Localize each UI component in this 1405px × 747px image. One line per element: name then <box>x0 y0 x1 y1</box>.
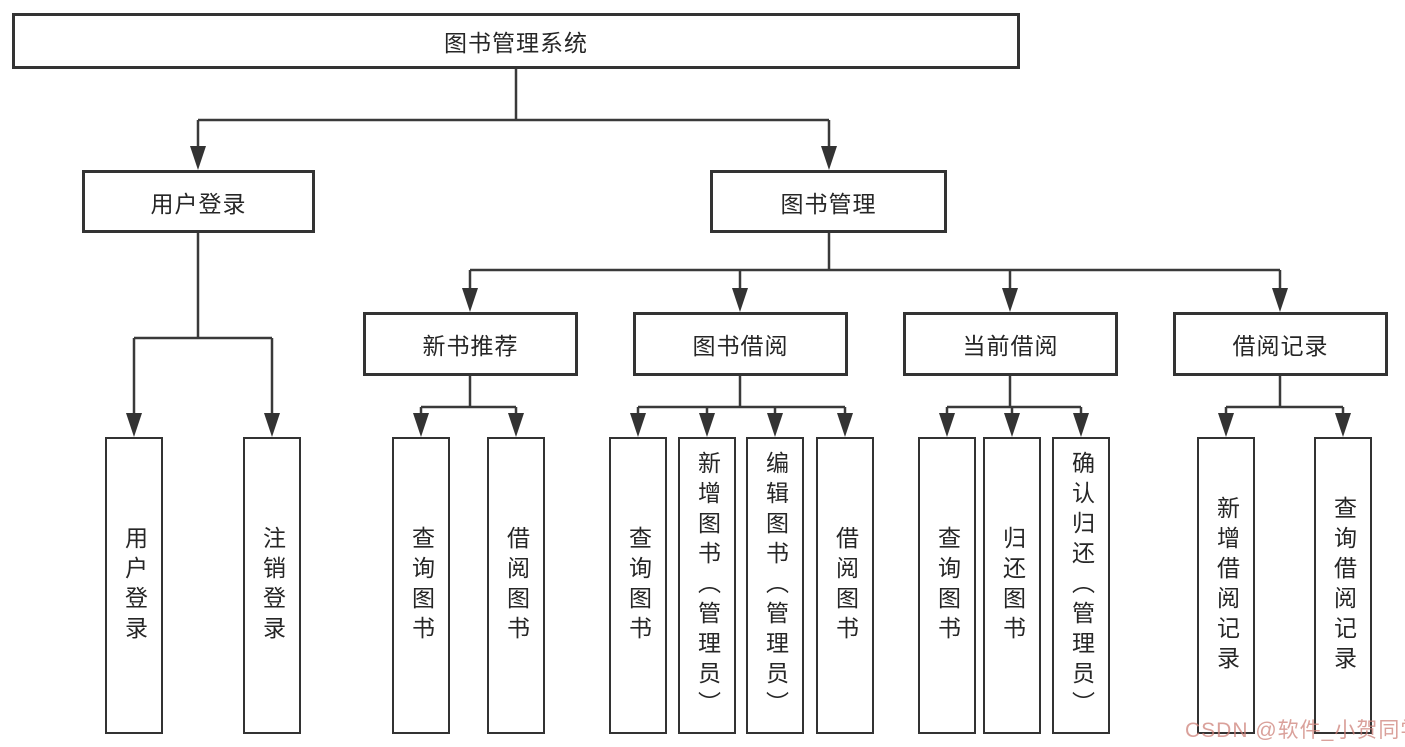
node-label: 查询图书 <box>934 525 961 646</box>
node-library-management-system: 图书管理系统 <box>12 13 1020 69</box>
leaf-cb-confirm-return-admin: 确认归还（管理员） <box>1052 437 1110 734</box>
leaf-cb-query-book: 查询图书 <box>918 437 976 734</box>
csdn-watermark: CSDN @软件_小贺同学 <box>1185 719 1405 742</box>
node-label: 图书管理系统 <box>444 30 588 56</box>
node-label: 确认归还（管理员） <box>1068 450 1095 721</box>
node-label: 查询图书 <box>408 525 435 646</box>
node-label: 当前借阅 <box>962 333 1059 359</box>
node-label: 新书推荐 <box>422 333 519 359</box>
node-label: 图书管理 <box>780 190 877 217</box>
leaf-bb-add-book-admin: 新增图书（管理员） <box>678 437 736 734</box>
node-label: 查询图书 <box>625 525 652 646</box>
node-book-borrow: 图书借阅 <box>633 312 848 376</box>
node-label: 借阅图书 <box>832 525 859 646</box>
leaf-br-add-record: 新增借阅记录 <box>1197 437 1255 734</box>
node-label: 新增图书（管理员） <box>694 450 721 721</box>
node-label: 用户登录 <box>150 190 247 217</box>
leaf-bb-borrow-book: 借阅图书 <box>816 437 874 734</box>
node-current-borrow: 当前借阅 <box>903 312 1118 376</box>
leaf-br-query-record: 查询借阅记录 <box>1314 437 1372 734</box>
node-label: 归还图书 <box>999 525 1026 646</box>
node-borrow-records: 借阅记录 <box>1173 312 1388 376</box>
leaf-cb-return-book: 归还图书 <box>983 437 1041 734</box>
node-label: 注销登录 <box>259 525 286 646</box>
leaf-user-login: 用户登录 <box>105 437 163 734</box>
leaf-rec-borrow-book: 借阅图书 <box>487 437 545 734</box>
leaf-logout: 注销登录 <box>243 437 301 734</box>
node-label: 查询借阅记录 <box>1330 495 1357 676</box>
node-label: 借阅记录 <box>1232 333 1329 359</box>
node-user-login: 用户登录 <box>82 170 315 233</box>
node-label: 新增借阅记录 <box>1213 495 1240 676</box>
node-book-management: 图书管理 <box>710 170 947 233</box>
node-label: 借阅图书 <box>503 525 530 646</box>
node-new-book-recommend: 新书推荐 <box>363 312 578 376</box>
node-label: 图书借阅 <box>692 333 789 359</box>
leaf-bb-edit-book-admin: 编辑图书（管理员） <box>746 437 804 734</box>
node-label: 编辑图书（管理员） <box>762 450 789 721</box>
leaf-bb-query-book: 查询图书 <box>609 437 667 734</box>
leaf-rec-query-book: 查询图书 <box>392 437 450 734</box>
node-label: 用户登录 <box>121 525 148 646</box>
